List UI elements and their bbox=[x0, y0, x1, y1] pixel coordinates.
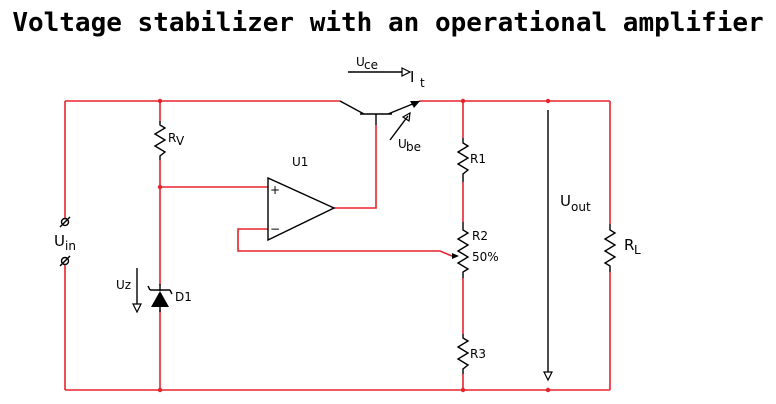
r2-wiper-arrow bbox=[452, 253, 459, 259]
rv-resistor bbox=[153, 121, 167, 160]
r1-label: R1 bbox=[470, 152, 486, 166]
node bbox=[157, 387, 163, 393]
uce-sub: ce bbox=[364, 58, 378, 72]
uce-label: U bbox=[356, 55, 365, 69]
uce-arrow bbox=[348, 67, 412, 77]
r1-resistor bbox=[456, 138, 470, 182]
diagram-title: Voltage stabilizer with an operational a… bbox=[12, 8, 764, 38]
junction-nodes bbox=[157, 98, 551, 393]
input-terminal-top bbox=[60, 217, 70, 227]
rl-label: R bbox=[624, 236, 634, 254]
opamp-output-wire bbox=[334, 125, 377, 209]
node bbox=[545, 98, 551, 104]
rl-sub: L bbox=[634, 243, 641, 257]
node bbox=[460, 387, 466, 393]
uout-sub: out bbox=[571, 200, 591, 214]
it-label: I bbox=[410, 68, 414, 86]
input-terminal-bottom bbox=[60, 256, 70, 266]
uin-label: U bbox=[54, 232, 65, 250]
uz-label: Uz bbox=[116, 278, 131, 292]
node bbox=[157, 184, 163, 190]
uout-label: U bbox=[560, 192, 571, 210]
transistor bbox=[339, 100, 421, 125]
it-sub: t bbox=[420, 76, 425, 90]
uz-arrow bbox=[132, 268, 142, 314]
rv-label: R bbox=[168, 131, 176, 145]
wires bbox=[64, 100, 611, 391]
opamp-plus: + bbox=[270, 183, 280, 197]
minus-input-wire bbox=[237, 228, 453, 257]
node bbox=[157, 98, 163, 104]
r2-potentiometer bbox=[456, 222, 470, 278]
d1-label: D1 bbox=[175, 290, 192, 304]
r2-percent: 50% bbox=[472, 250, 499, 264]
rl-resistor bbox=[603, 224, 617, 272]
opamp-minus: − bbox=[270, 222, 280, 236]
u1-label: U1 bbox=[292, 155, 308, 169]
zener-d1 bbox=[147, 284, 173, 312]
rv-sub: V bbox=[176, 134, 185, 148]
ube-sub: be bbox=[406, 140, 421, 154]
opamp-u1 bbox=[267, 176, 336, 242]
node bbox=[460, 98, 466, 104]
ube-arrow bbox=[389, 111, 411, 141]
uin-sub: in bbox=[65, 239, 76, 253]
node bbox=[545, 387, 551, 393]
input-terminals bbox=[59, 216, 71, 267]
uout-arrow bbox=[543, 110, 553, 382]
r2-label: R2 bbox=[472, 229, 488, 243]
r3-resistor bbox=[456, 334, 470, 374]
ube-label: U bbox=[398, 137, 407, 151]
r3-label: R3 bbox=[470, 347, 486, 361]
